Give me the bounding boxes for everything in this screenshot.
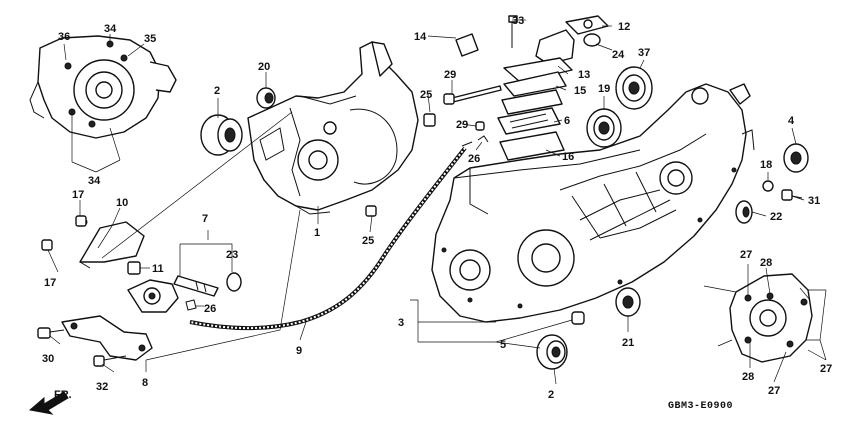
callout-label: 7 (202, 213, 208, 225)
main-crankcase (431, 83, 755, 323)
bearing-4 (783, 143, 809, 173)
bracket-8 (61, 315, 153, 361)
collar-25-lower (365, 205, 377, 217)
callout-label: 34 (88, 175, 101, 187)
callout-label: 26 (204, 303, 216, 315)
callout-label: 36 (58, 31, 70, 43)
collar-5 (571, 311, 585, 325)
callout-label: 9 (296, 345, 302, 357)
shaft-7 (173, 275, 219, 297)
callout-label: 18 (760, 159, 772, 171)
callout-label: 22 (770, 211, 782, 223)
gear-11 (127, 261, 141, 275)
callout-label: 34 (104, 23, 117, 35)
callout-label: 37 (638, 47, 650, 59)
callout-label: 3 (398, 317, 404, 329)
callout-label: 2 (214, 85, 220, 97)
callout-label: 17 (44, 277, 56, 289)
callout-label: 5 (500, 339, 506, 351)
callout-label: 30 (42, 353, 54, 365)
callout-label: 17 (72, 189, 84, 201)
callout-label: 16 (562, 151, 574, 163)
bearing-37 (615, 66, 653, 110)
bearing-19 (586, 108, 622, 148)
clip-26-lower (185, 299, 197, 311)
callout-label: 25 (362, 235, 374, 247)
seal-22 (735, 200, 753, 224)
callout-label: 8 (142, 377, 148, 389)
callout-label: 27 (768, 385, 780, 397)
callout-label: 33 (512, 15, 524, 27)
callout-label: 12 (618, 21, 630, 33)
bearing-20 (256, 87, 276, 109)
front-direction-arrow: FR. (28, 389, 72, 415)
leader-lines (47, 19, 827, 385)
bearing-2-lower (536, 334, 568, 370)
washer-23 (226, 272, 242, 292)
callout-label: 23 (226, 249, 238, 261)
seal-18 (762, 180, 774, 192)
callout-label: 6 (564, 115, 570, 127)
callout-label: 29 (444, 69, 456, 81)
bolt-17-lower (41, 239, 53, 251)
collar-25-upper (423, 113, 436, 127)
bearing-2-upper (200, 114, 243, 156)
diagram-code: GBM3-E0900 (668, 401, 733, 412)
callout-label: 19 (598, 83, 610, 95)
oil-pump-body (127, 279, 179, 313)
bolt-29 (443, 85, 502, 131)
callout-label: 11 (152, 263, 164, 275)
bolt-30 (37, 327, 65, 339)
bolt-17-upper (75, 215, 87, 227)
left-crankcase (247, 41, 419, 215)
right-side-cover (703, 273, 813, 363)
callout-label: 13 (578, 69, 590, 81)
callout-label: 2 (548, 389, 554, 401)
callout-label: 1 (314, 227, 320, 239)
callout-label: 32 (96, 381, 108, 393)
callout-label: 14 (414, 31, 427, 43)
callout-label: 4 (788, 115, 795, 127)
callout-label: 26 (468, 153, 480, 165)
direction-label: FR. (54, 389, 72, 401)
callout-label: 29 (456, 119, 468, 131)
cable-9 (189, 141, 473, 331)
intake-assembly (455, 15, 609, 161)
pin-26-upper (477, 135, 489, 143)
callout-label: 28 (760, 257, 772, 269)
callout-label: 35 (144, 33, 156, 45)
callout-label: 15 (574, 85, 586, 97)
left-side-cover (29, 35, 177, 139)
callout-label: 27 (740, 249, 752, 261)
callout-label: 28 (742, 371, 754, 383)
callout-label: 10 (116, 197, 128, 209)
bolt-32 (93, 355, 127, 367)
callout-label: 31 (808, 195, 820, 207)
callout-labels: 36 34 35 34 20 2 17 10 7 23 17 11 26 30 … (42, 15, 832, 401)
bolt-31 (781, 189, 803, 201)
callout-label: 21 (622, 337, 634, 349)
callout-label: 27 (820, 363, 832, 375)
bearing-21 (615, 287, 641, 317)
callout-label: 24 (612, 49, 625, 61)
callout-label: 25 (420, 89, 432, 101)
callout-label: 20 (258, 61, 270, 73)
